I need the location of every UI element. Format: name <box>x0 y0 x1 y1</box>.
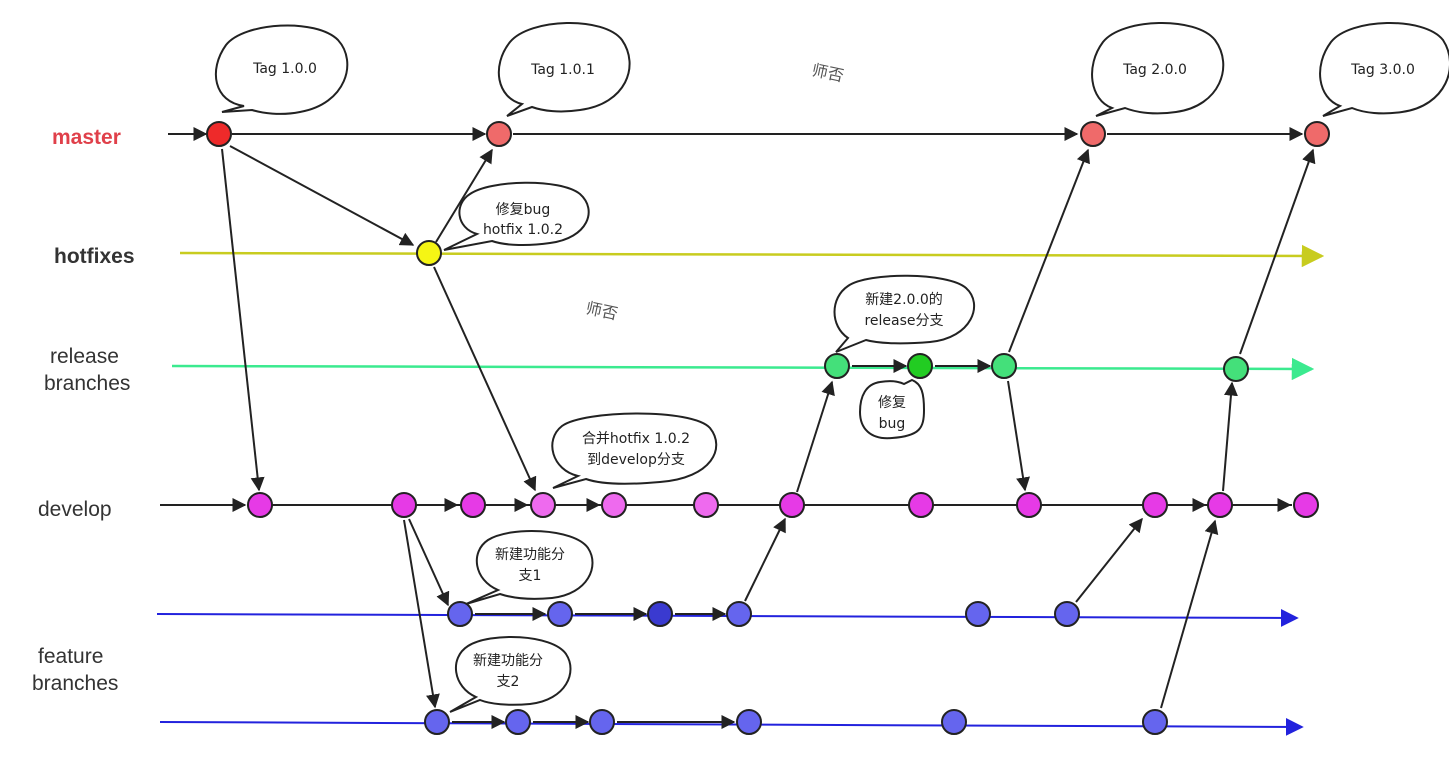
lane-label-feature-1: feature <box>38 645 103 668</box>
bubbles <box>214 22 1449 713</box>
commit-node-develop-8 <box>908 492 934 518</box>
lane-label-master: master <box>52 126 121 149</box>
commit-node-feature2-4 <box>736 709 762 735</box>
commit-node-master-3 <box>1080 121 1106 147</box>
bubble-tag200-text: Tag 2.0.0 <box>1122 62 1187 78</box>
master-to-hotfix <box>229 145 415 246</box>
commit-node-develop-3 <box>460 492 486 518</box>
lane-label-release-2: branches <box>44 372 130 395</box>
commit-node-release-1 <box>824 353 850 379</box>
commit-node-develop-5 <box>601 492 627 518</box>
commit-node-develop-9 <box>1016 492 1042 518</box>
lane-label-develop: develop <box>38 498 112 521</box>
commit-node-develop-7 <box>779 492 805 518</box>
merge-arrows <box>221 145 1316 709</box>
hotfix-to-master <box>435 148 493 243</box>
commit-node-master-1 <box>206 121 232 147</box>
bubble-tag101-text: Tag 1.0.1 <box>530 62 595 78</box>
bubble-hotfix-fix-line1: 修复bug <box>496 201 551 218</box>
branch-lines <box>156 127 1325 736</box>
commit-node-release-4 <box>1223 356 1249 382</box>
commit-node-feature1-4 <box>726 601 752 627</box>
feature-arrows <box>452 607 736 729</box>
commit-node-feature1-1 <box>447 601 473 627</box>
commit-node-develop-10 <box>1142 492 1168 518</box>
commit-node-feature1-2 <box>547 601 573 627</box>
watermark-top: 师否 <box>810 60 845 85</box>
release-to-develop <box>1007 380 1030 492</box>
bubble-feature1-line1: 新建功能分 <box>495 547 565 563</box>
bubble-new-release-line2: release分支 <box>864 313 943 329</box>
commit-node-feature2-1 <box>424 709 450 735</box>
bubble-release-fix-line2: bug <box>879 416 906 432</box>
bubble-feature1-line2: 支1 <box>519 568 542 584</box>
commit-node-feature2-6 <box>1142 709 1168 735</box>
bubble-tag300 <box>1319 22 1449 117</box>
bubble-tag101 <box>497 22 631 117</box>
release-to-master <box>1008 148 1090 353</box>
commit-node-master-2 <box>486 121 512 147</box>
release-to-master-3 <box>1239 148 1316 355</box>
commit-node-release-2 <box>907 353 933 379</box>
commit-node-develop-11 <box>1207 492 1233 518</box>
bubble-tag300-text: Tag 3.0.0 <box>1350 62 1415 78</box>
bubble-hotfix-fix <box>443 181 590 251</box>
bubble-hotfix-fix-line2: hotfix 1.0.2 <box>483 222 563 238</box>
bubble-new-release <box>833 274 976 353</box>
bubble-merge-hotfix <box>551 412 718 489</box>
commit-node-develop-6 <box>693 492 719 518</box>
hotfix-to-develop <box>433 266 537 492</box>
feature1-merge-develop <box>1075 517 1143 603</box>
develop-to-release <box>796 380 835 493</box>
watermark-middle: 师否 <box>584 298 619 323</box>
lane-label-hotfixes: hotfixes <box>54 245 135 268</box>
commit-node-develop-1 <box>247 492 273 518</box>
commit-node-master-4 <box>1304 121 1330 147</box>
commit-node-hotfix-1 <box>416 240 442 266</box>
bubble-tag100 <box>214 24 349 115</box>
bubble-tag200 <box>1091 22 1225 117</box>
feature2-merge-develop <box>1160 519 1219 709</box>
commit-node-feature2-2 <box>505 709 531 735</box>
bubble-release-fix <box>858 378 926 440</box>
bubble-new-release-line1: 新建2.0.0的 <box>865 292 943 308</box>
bubble-merge-hotfix-line2: 到develop分支 <box>587 452 685 468</box>
commit-node-develop-12 <box>1293 492 1319 518</box>
bubble-release-fix-line1: 修复 <box>878 394 906 411</box>
bubble-feature2 <box>449 636 572 713</box>
commit-node-develop-4 <box>530 492 556 518</box>
commit-node-feature1-5 <box>965 601 991 627</box>
lane-label-feature-2: branches <box>32 672 118 695</box>
develop-to-feature2 <box>403 519 440 709</box>
commit-node-feature2-3 <box>589 709 615 735</box>
lane-label-release-1: release <box>50 345 119 368</box>
develop-to-feature1 <box>408 518 450 607</box>
commit-node-develop-2 <box>391 492 417 518</box>
commit-node-feature2-5 <box>941 709 967 735</box>
bubble-merge-hotfix-line1: 合并hotfix 1.0.2 <box>582 431 690 447</box>
release-line <box>171 357 1315 381</box>
bubble-feature2-line2: 支2 <box>497 674 520 690</box>
bubble-tag100-text: Tag 1.0.0 <box>252 61 317 77</box>
bubble-feature2-line1: 新建功能分 <box>473 653 543 669</box>
hotfixes-line <box>179 244 1325 268</box>
commit-node-release-3 <box>991 353 1017 379</box>
commit-node-feature1-3 <box>647 601 673 627</box>
commit-nodes <box>206 121 1330 735</box>
develop-to-release-3 <box>1222 381 1238 492</box>
commit-node-feature1-6 <box>1054 601 1080 627</box>
master-to-develop <box>221 148 265 492</box>
bubble-feature1 <box>465 530 594 605</box>
feature1-to-develop <box>744 517 786 602</box>
